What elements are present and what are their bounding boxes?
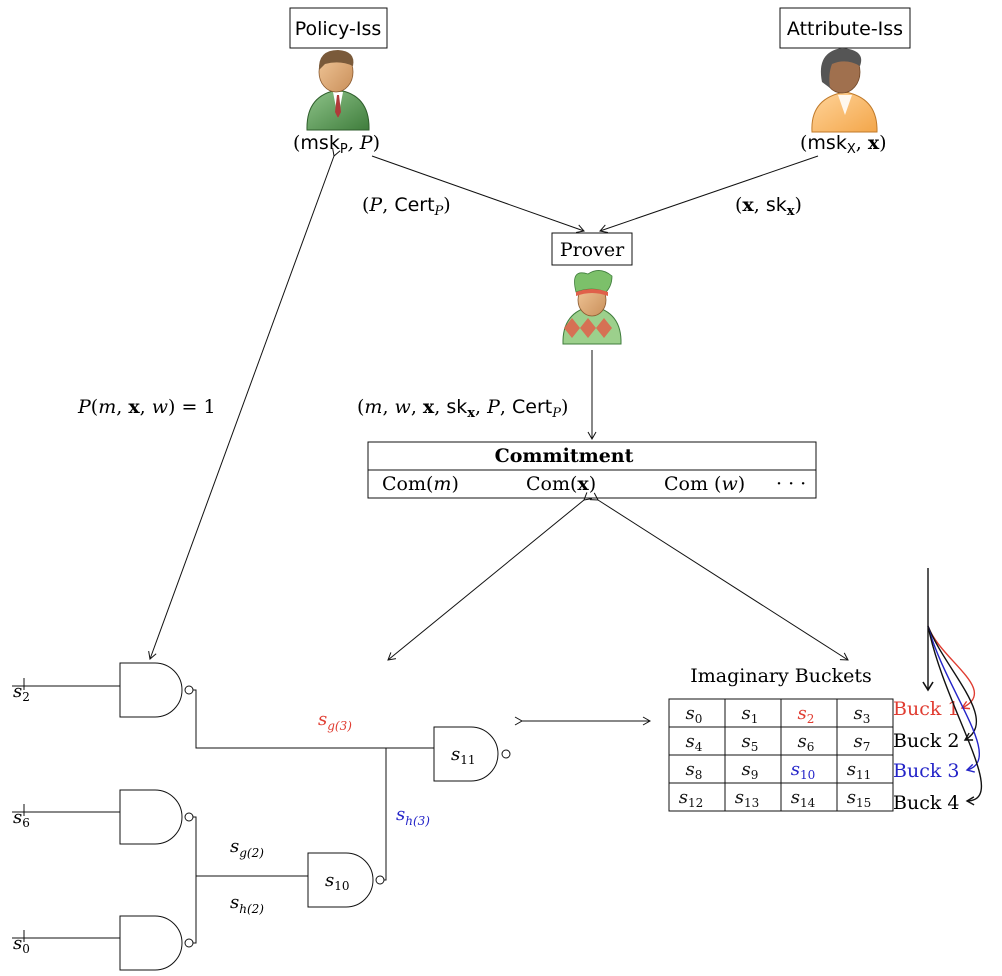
bucket-cell-s6: s6 [798,731,815,754]
prover: Prover [551,232,633,345]
circuit-labels: s2 s6 s0 s11 s10 sg(3) sh(3) sg(2) sh(2) [13,681,476,956]
prover-label: Prover [560,239,625,261]
gate-s10-label: s10 [325,870,350,893]
wire-g3-label: sg(3) [318,709,352,733]
bucket-cell-s12: s12 [679,787,704,810]
businessman-icon [306,50,370,131]
svg-text:(m, w, x, skx, P, CertP): (m, w, x, skx, P, CertP) [357,396,568,421]
bucket-cell-s11: s11 [847,759,872,782]
nand-gate-bottom [119,915,183,971]
policy-issuer-keys: (mskP, P) [293,132,380,157]
wire-h2-label: sh(2) [230,892,264,916]
bucket-label-4: Buck 4 [893,792,959,814]
commitment-title: Commitment [495,445,634,467]
bucket-cell-s5: s5 [742,731,759,754]
commitment-cell-x: Com(x) [526,473,596,495]
input-s6: s6 [13,807,30,830]
edge-label-policy-eval: P(m, x, w) = 1 [77,396,216,418]
svg-text:(mskX, x): (mskX, x) [800,132,887,157]
edge-label-attr-sk: (x, skx) [735,194,802,219]
bucket-cell-s14: s14 [791,787,816,810]
circuit [12,662,511,971]
bucket-cells: s0 s1 s2 s3 s4 s5 s6 s7 s8 s9 s10 s11 s12 s13 s14 s15 [679,703,872,810]
bucket-cell-s8: s8 [686,759,703,782]
bucket-cell-s9: s9 [742,759,759,782]
buckets-title: Imaginary Buckets [690,665,872,687]
bucket-cell-s15: s15 [847,787,872,810]
svg-text:(mskP, P): (mskP, P) [293,132,380,157]
nand-gate-s11 [433,726,499,782]
imaginary-buckets: Imaginary Buckets s0 s1 s2 s3 s4 s5 s6 s7 s8 s9 s1… [668,665,959,814]
bucket-cell-s10: s10 [791,759,816,782]
attribute-issuer-keys: (mskX, x) [800,132,887,157]
bucket-label-3: Buck 3 [893,760,959,782]
commitment-cell-w: Com (w) [664,473,745,495]
edge-label-policy-cert: (P, CertP) [362,194,451,219]
input-s0: s0 [13,933,30,956]
bucket-label-2: Buck 2 [893,730,959,752]
attribute-issuer-box [779,7,911,49]
wire-h3-label: sh(3) [396,804,430,828]
commitment-cell-m: Com(m) [382,473,459,495]
edge-label-prover-commit: (m, w, x, skx, P, CertP) [357,396,568,421]
svg-text:(x, skx): (x, skx) [735,194,802,219]
bucket-assignment-arrows [922,568,983,806]
commitment-cell-more: · · · [776,473,806,495]
policy-issuer: Policy-Iss (mskP, P) [289,7,388,157]
attribute-issuer: Attribute-Iss (mskX, x) [779,7,911,157]
jester-icon [562,270,622,345]
svg-text:P(m, x, w) = 1: P(m, x, w) = 1 [77,396,216,418]
nand-gate-top [119,662,183,718]
policy-issuer-label: Policy-Iss [295,18,382,40]
bucket-cell-s0: s0 [686,703,703,726]
bucket-cell-s7: s7 [854,731,871,754]
bucket-cell-s13: s13 [735,787,760,810]
nand-gate-mid [119,789,183,845]
buckets-grid [668,698,894,812]
wire-g2-label: sg(2) [230,836,264,860]
svg-text:(P, CertP): (P, CertP) [362,194,451,219]
bucket-cell-s2: s2 [798,703,815,726]
nand-gate-s10 [307,852,374,908]
prover-box [551,232,633,266]
bucket-cell-s1: s1 [742,703,759,726]
gate-s11-label: s11 [451,744,476,767]
input-s2: s2 [13,681,30,704]
businesswoman-icon [811,48,878,133]
commitment-table: Commitment Com(m) Com(x) Com (w) · · · [367,441,817,499]
bucket-cell-s4: s4 [686,731,703,754]
bucket-label-1: Buck 1 [893,698,959,720]
policy-issuer-box [289,7,388,49]
attribute-issuer-label: Attribute-Iss [787,18,903,40]
bucket-cell-s3: s3 [854,703,871,726]
